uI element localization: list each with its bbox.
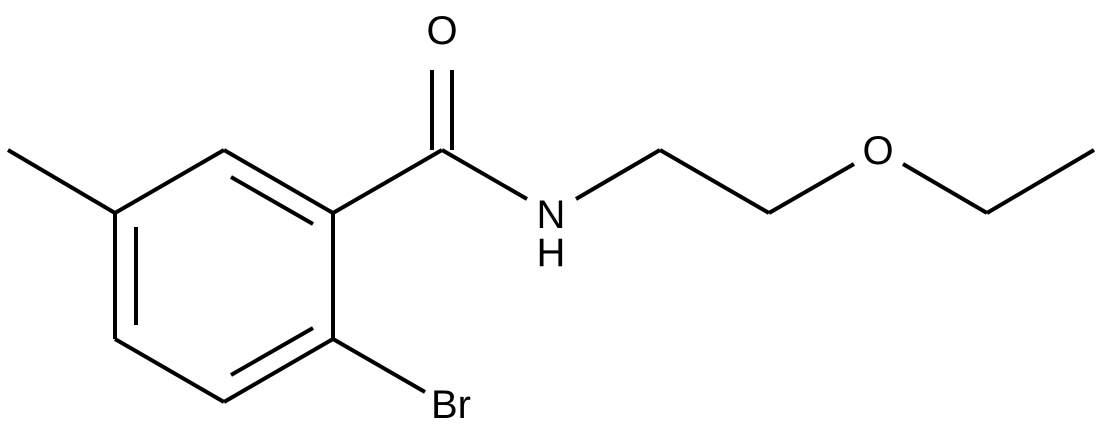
benzene-ring [113,148,335,404]
ethyl-terminal-bond [985,148,1096,215]
ring-double-bond-inner-2 [230,326,314,377]
nitrogen-to-ch2-bond [574,148,662,201]
oxygen-to-ethyl-bond [901,162,989,215]
ring-bond-c3-c4 [222,337,335,404]
nitrogen-label: N [537,193,566,237]
ether-oxygen-label: O [862,129,893,173]
nitrogen-hydrogen-label: H [537,231,566,275]
ch2-to-oxygen-bond [768,162,855,215]
ring-to-bromine-bond [332,337,426,394]
ring-double-bond-inner-1 [230,175,314,226]
ch2-to-ch2-bond [658,148,771,215]
bromine-label: Br [431,383,471,427]
methyl-bond [6,148,117,215]
ring-bond-c4-c5 [113,337,226,404]
carbonyl-to-nitrogen-bond [441,148,528,201]
ring-to-carbonyl-bond [331,148,444,215]
carbonyl-oxygen-label: O [426,9,457,53]
ring-bond-c6-c1 [113,148,226,215]
ring-bond-c1-c2 [222,148,335,215]
